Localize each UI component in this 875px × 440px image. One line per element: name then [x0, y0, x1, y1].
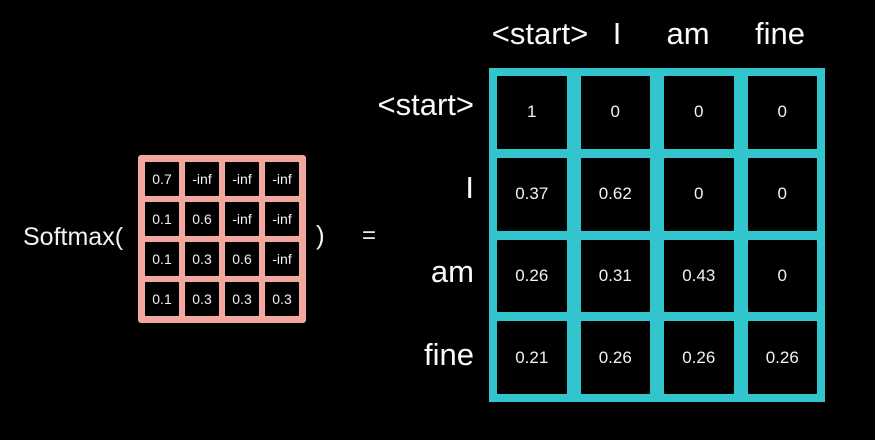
row-header-am: am: [430, 254, 474, 289]
matrix-cell: -inf: [265, 242, 299, 276]
matrix-cell: 0.21: [497, 321, 567, 394]
matrix-cell: 0.43: [664, 239, 734, 313]
matrix-cell: -inf: [225, 162, 259, 196]
matrix-cell: -inf: [265, 202, 299, 236]
col-header-start: <start>: [491, 16, 589, 51]
row-header-i: I: [465, 170, 474, 205]
matrix-cell: 0.26: [664, 321, 734, 394]
row-header-fine: fine: [424, 337, 474, 372]
matrix-cell: 0.26: [580, 321, 650, 394]
masked-scores-matrix: 0.7 -inf -inf -inf 0.1 0.6 -inf -inf 0.1…: [138, 155, 306, 323]
matrix-cell: 0.62: [580, 157, 650, 231]
close-paren: ): [316, 220, 325, 250]
matrix-cell: 0.3: [225, 282, 259, 316]
matrix-cell: 1: [497, 76, 567, 149]
matrix-cell: 0.26: [747, 321, 817, 394]
matrix-cell: -inf: [185, 162, 219, 196]
matrix-cell: 0: [747, 157, 817, 231]
softmax-function-label: Softmax(: [23, 223, 124, 251]
matrix-cell: 0.3: [185, 282, 219, 316]
matrix-cell: 0.26: [497, 239, 567, 313]
row-header-start: <start>: [377, 87, 475, 122]
matrix-cell: 0.37: [497, 157, 567, 231]
matrix-cell: -inf: [225, 202, 259, 236]
matrix-cell: 0.6: [185, 202, 219, 236]
matrix-cell: 0.3: [265, 282, 299, 316]
matrix-cell: 0: [747, 239, 817, 313]
matrix-cell: 0.1: [145, 282, 179, 316]
col-header-am: am: [666, 16, 710, 51]
softmax-result-matrix: 1 0 0 0 0.37 0.62 0 0 0.26 0.31 0.43 0 0…: [489, 68, 825, 402]
equals-sign: =: [362, 222, 377, 249]
matrix-cell: 0.1: [145, 242, 179, 276]
matrix-cell: 0: [580, 76, 650, 149]
col-header-i: I: [612, 16, 622, 51]
matrix-cell: 0: [664, 157, 734, 231]
matrix-cell: 0.31: [580, 239, 650, 313]
col-header-fine: fine: [755, 16, 805, 51]
matrix-cell: 0: [747, 76, 817, 149]
matrix-cell: 0.3: [185, 242, 219, 276]
matrix-cell: 0.1: [145, 202, 179, 236]
matrix-cell: 0.6: [225, 242, 259, 276]
matrix-cell: -inf: [265, 162, 299, 196]
matrix-cell: 0: [664, 76, 734, 149]
matrix-cell: 0.7: [145, 162, 179, 196]
